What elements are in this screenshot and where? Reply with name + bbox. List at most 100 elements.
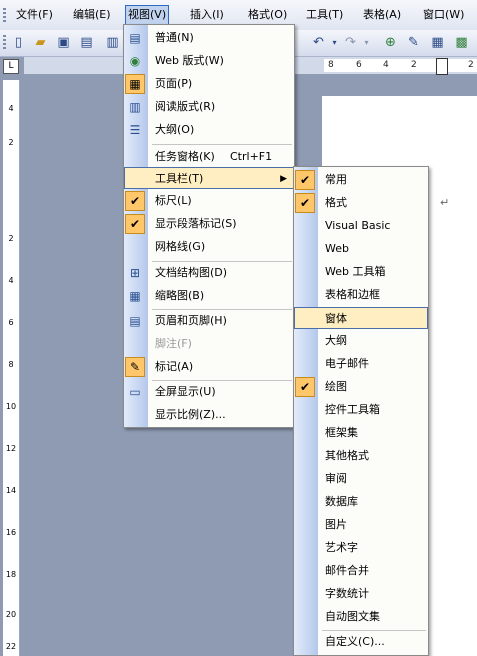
ruler-number: 2 — [411, 60, 417, 70]
ruler-number: 2 — [468, 60, 474, 70]
menu-item-web-layout[interactable]: ◉ Web 版式(W) — [124, 50, 294, 72]
submenu-item-control-toolbox[interactable]: 控件工具箱 — [325, 403, 380, 416]
submenu-item-reviewing[interactable]: 审阅 — [325, 472, 347, 485]
shortcut-label: Ctrl+F1 — [230, 150, 273, 163]
menu-bar: 文件(F) 编辑(E) 视图(V) 插入(I) 格式(O) 工具(T) 表格(A… — [0, 0, 477, 31]
ruler-number: 12 — [5, 444, 17, 453]
submenu-item-autotext[interactable]: 自动图文集 — [325, 610, 380, 623]
ruler-number: 18 — [5, 570, 17, 579]
checkmark-icon: ✔ — [125, 191, 145, 211]
submenu-item-extended-formatting[interactable]: 其他格式 — [325, 449, 369, 462]
checkmark-icon: ✔ — [295, 170, 315, 190]
print-icon[interactable]: ▥ — [106, 35, 119, 50]
submenu-item-wordart[interactable]: 艺术字 — [325, 541, 358, 554]
undo-icon[interactable]: ↶ — [313, 35, 324, 50]
tables-borders-icon[interactable]: ✎ — [408, 35, 419, 50]
submenu-item-formatting[interactable]: ✔ 格式 — [294, 192, 428, 214]
ruler-number: 8 — [328, 60, 334, 70]
menu-view[interactable]: 视图(V) — [125, 5, 170, 25]
checkmark-icon: ✔ — [295, 193, 315, 213]
menu-item-page[interactable]: ▦ 页面(P) — [124, 73, 294, 95]
checkmark-icon: ✔ — [295, 377, 315, 397]
menu-item-toolbars[interactable]: 工具栏(T) ▶ — [124, 167, 294, 189]
checkmark-icon: ✔ — [125, 214, 145, 234]
submenu-item-email[interactable]: 电子邮件 — [325, 357, 369, 370]
ruler-number: 6 — [356, 60, 362, 70]
web-layout-icon: ◉ — [129, 54, 141, 68]
submenu-item-mail-merge[interactable]: 邮件合并 — [325, 564, 369, 577]
redo-dropdown-icon[interactable]: ▾ — [364, 38, 369, 47]
submenu-item-web[interactable]: Web — [325, 242, 349, 255]
submenu-item-frames[interactable]: 框架集 — [325, 426, 358, 439]
menu-edit[interactable]: 编辑(E) — [73, 8, 111, 21]
submenu-item-customize[interactable]: 自定义(C)... — [325, 635, 385, 648]
ruler-number: 4 — [8, 104, 14, 113]
menu-item-ruler[interactable]: ✔ 标尺(L) — [124, 190, 294, 212]
undo-dropdown-icon[interactable]: ▾ — [332, 38, 337, 47]
menubar-grip[interactable] — [3, 8, 6, 22]
reading-layout-icon: ▥ — [129, 100, 141, 114]
submenu-item-standard[interactable]: ✔ 常用 — [294, 169, 428, 191]
document-map-icon: ⊞ — [129, 266, 141, 280]
menu-file[interactable]: 文件(F) — [16, 8, 53, 21]
vertical-ruler[interactable]: 4 2 2 4 6 8 10 12 14 16 18 20 22 — [3, 80, 20, 656]
submenu-item-word-count[interactable]: 字数统计 — [325, 587, 369, 600]
permission-icon[interactable]: ▤ — [80, 35, 93, 50]
ruler-number: 14 — [5, 486, 17, 495]
ruler-number: 8 — [8, 360, 14, 369]
new-document-icon[interactable]: ▯ — [14, 35, 23, 50]
menu-item-zoom[interactable]: 显示比例(Z)... — [155, 408, 226, 421]
menu-format[interactable]: 格式(O) — [248, 8, 288, 21]
submenu-arrow-icon: ▶ — [280, 174, 287, 184]
thumbnails-icon: ▦ — [129, 289, 141, 303]
submenu-item-outlining[interactable]: 大纲 — [325, 334, 347, 347]
ruler-number: 16 — [5, 528, 17, 537]
menu-item-task-pane[interactable]: 任务窗格(K) Ctrl+F1 — [124, 146, 294, 168]
toolbar-grip[interactable] — [3, 35, 6, 49]
ruler-number: 22 — [5, 642, 17, 651]
page-view-icon: ▦ — [125, 74, 145, 94]
submenu-item-web-tools[interactable]: Web 工具箱 — [325, 265, 386, 278]
submenu-item-visual-basic[interactable]: Visual Basic — [325, 219, 391, 232]
save-icon[interactable]: ▣ — [57, 35, 70, 50]
menu-tools[interactable]: 工具(T) — [306, 8, 344, 21]
menu-item-reading-layout[interactable]: ▥ 阅读版式(R) — [124, 96, 294, 118]
menu-window[interactable]: 窗口(W) — [423, 8, 465, 21]
ruler-number: 6 — [8, 318, 14, 327]
indent-marker[interactable] — [436, 58, 448, 75]
ruler-number: 2 — [8, 138, 14, 147]
toolbars-submenu: ✔ 常用 ✔ 格式 Visual Basic Web Web 工具箱 表格和边框… — [293, 166, 429, 656]
fullscreen-icon: ▭ — [129, 385, 141, 399]
menu-item-gridlines[interactable]: 网格线(G) — [155, 240, 206, 253]
menu-item-document-map[interactable]: ⊞ 文档结构图(D) — [124, 262, 294, 284]
menu-item-outline[interactable]: ☰ 大纲(O) — [124, 119, 294, 141]
outline-icon: ☰ — [129, 123, 141, 137]
submenu-item-database[interactable]: 数据库 — [325, 495, 358, 508]
paragraph-mark: ↵ — [440, 196, 450, 209]
view-menu: ▤ 普通(N) ◉ Web 版式(W) ▦ 页面(P) ▥ 阅读版式(R) ☰ … — [123, 24, 295, 428]
menu-item-thumbnails[interactable]: ▦ 缩略图(B) — [124, 285, 294, 307]
ruler-number: 10 — [5, 402, 17, 411]
menu-item-show-paragraph-marks[interactable]: ✔ 显示段落标记(S) — [124, 213, 294, 235]
submenu-item-tables-borders[interactable]: 表格和边框 — [325, 288, 380, 301]
open-folder-icon[interactable]: ▰ — [35, 35, 46, 50]
menu-item-header-footer[interactable]: ▤ 页眉和页脚(H) — [124, 310, 294, 332]
insert-table-icon[interactable]: ▦ — [431, 35, 444, 50]
ruler-number: 2 — [8, 234, 14, 243]
markup-icon: ✎ — [125, 357, 145, 377]
ruler-number: 4 — [383, 60, 389, 70]
insert-excel-icon[interactable]: ▩ — [455, 35, 468, 50]
hyperlink-icon[interactable]: ⊕ — [385, 35, 396, 50]
menu-item-markup[interactable]: ✎ 标记(A) — [124, 356, 294, 378]
normal-view-icon: ▤ — [129, 31, 141, 45]
menu-table[interactable]: 表格(A) — [363, 8, 402, 21]
menu-item-footnotes: 脚注(F) — [155, 337, 192, 350]
tab-selector[interactable]: L — [3, 59, 19, 74]
menu-insert[interactable]: 插入(I) — [190, 8, 224, 21]
redo-icon[interactable]: ↷ — [345, 35, 356, 50]
submenu-item-drawing[interactable]: ✔ 绘图 — [294, 376, 428, 398]
menu-item-normal[interactable]: ▤ 普通(N) — [124, 27, 294, 49]
submenu-item-forms[interactable]: 窗体 — [294, 307, 428, 329]
menu-item-full-screen[interactable]: ▭ 全屏显示(U) — [124, 381, 294, 403]
submenu-item-picture[interactable]: 图片 — [325, 518, 347, 531]
